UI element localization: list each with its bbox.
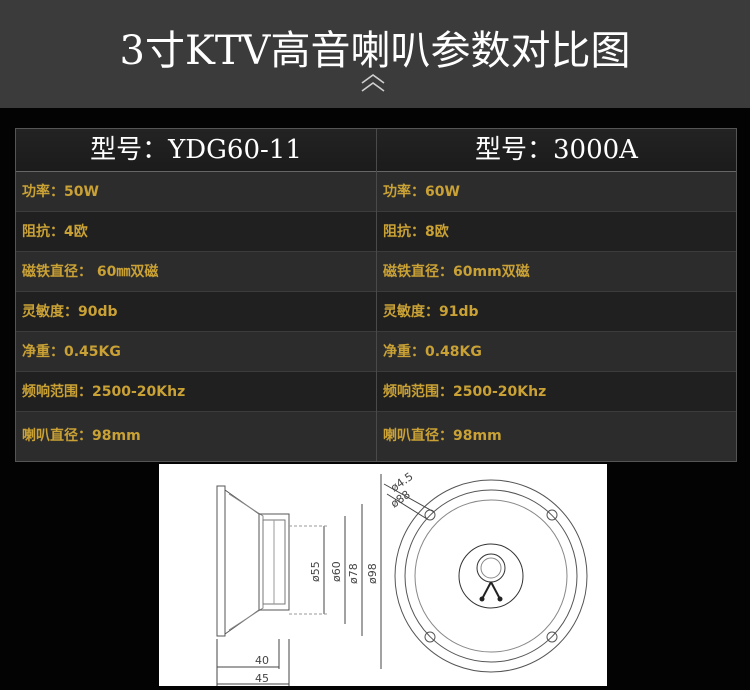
spec-row-left: 频响范围：2500-20Khz — [16, 372, 376, 412]
spec-comparison-table: 型号：YDG60-11 型号：3000A 功率：50W 功率：60W 阻抗：4欧… — [15, 128, 737, 462]
spec-row-left: 磁铁直径： 60㎜双磁 — [16, 252, 376, 292]
dim-label: 45 — [255, 672, 269, 685]
dim-label: 40 — [255, 654, 269, 667]
spec-row-right: 灵敏度：91db — [377, 292, 736, 332]
cone-outline — [224, 489, 260, 635]
page-title: 3寸KTV高音喇叭参数对比图 — [119, 28, 631, 74]
speaker-dimension-drawing: ø55 ø60 ø78 ø98 ø4.5 ø88 40 45 — [159, 464, 607, 686]
spec-row-right: 净重：0.48KG — [377, 332, 736, 372]
model-header-left: 型号：YDG60-11 — [16, 129, 376, 172]
spec-row-right: 频响范围：2500-20Khz — [377, 372, 736, 412]
spec-row-right: 阻抗：8欧 — [377, 212, 736, 252]
model-header-right: 型号：3000A — [377, 129, 736, 172]
spec-row-left: 阻抗：4欧 — [16, 212, 376, 252]
dim-label: ø60 — [330, 561, 343, 582]
spec-row-right: 喇叭直径：98mm — [377, 412, 736, 461]
spec-row-left: 净重：0.45KG — [16, 332, 376, 372]
spec-row-right: 功率：60W — [377, 172, 736, 212]
spec-row-left: 喇叭直径：98mm — [16, 412, 376, 461]
spec-row-left: 功率：50W — [16, 172, 376, 212]
dim-label: ø78 — [347, 563, 360, 584]
column-divider — [376, 129, 377, 461]
spec-row-left: 灵敏度：90db — [16, 292, 376, 332]
dim-label: ø88 — [388, 488, 412, 511]
spec-row-right: 磁铁直径：60mm双磁 — [377, 252, 736, 292]
dim-label: ø55 — [309, 561, 322, 582]
dim-label: ø98 — [366, 563, 379, 584]
double-chevron-up-icon — [361, 74, 385, 92]
front-flange — [216, 485, 226, 637]
outer-frame — [394, 479, 588, 673]
magnet-body — [258, 513, 290, 611]
technical-drawing: ø55 ø60 ø78 ø98 ø4.5 ø88 40 45 — [216, 470, 588, 686]
title-banner: 3寸KTV高音喇叭参数对比图 — [0, 0, 750, 108]
